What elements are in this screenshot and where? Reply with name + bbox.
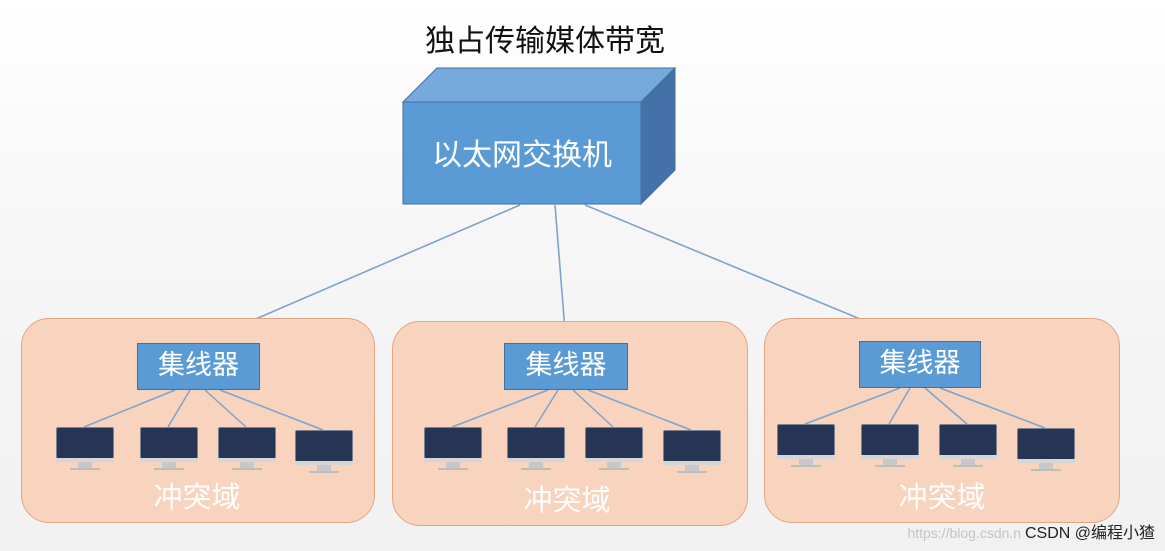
watermark-brand: CSDN @编程小猹 xyxy=(1024,525,1155,542)
computer-icon xyxy=(939,424,997,468)
hub-1: 集线器 xyxy=(137,343,260,390)
computer-icon xyxy=(424,427,482,471)
computer-icon xyxy=(140,427,198,471)
domain-2-label: 冲突域 xyxy=(523,483,611,517)
hub3-pc4-link xyxy=(939,387,1046,429)
domain-3-label: 冲突域 xyxy=(898,480,986,514)
hub-2-label: 集线器 xyxy=(525,350,607,381)
hub2-pc1-link xyxy=(451,389,549,428)
computer-icon xyxy=(585,427,643,471)
hub2-pc2-link xyxy=(534,389,559,428)
computer-icon xyxy=(777,424,835,468)
switch-front-face xyxy=(402,101,642,205)
computer-icon xyxy=(218,427,276,471)
computer-icon xyxy=(861,424,919,468)
computer-icon xyxy=(56,427,114,471)
hub-3-label: 集线器 xyxy=(879,348,961,379)
hub-1-label: 集线器 xyxy=(158,350,239,381)
page-title: 独占传输媒体带宽 xyxy=(425,24,665,59)
hub2-pc3-link xyxy=(572,389,614,428)
domain-1-label: 冲突域 xyxy=(153,480,241,514)
collision-domain-1 xyxy=(21,318,375,523)
computer-icon xyxy=(663,430,721,474)
watermark: https://blog.csdn.n CSDN @编程小猹 xyxy=(907,519,1155,543)
computer-icon xyxy=(1017,428,1075,472)
computer-icon xyxy=(295,430,353,474)
hub1-pc4-link xyxy=(219,389,324,431)
watermark-url: https://blog.csdn.n xyxy=(907,525,1022,541)
hub3-pc2-link xyxy=(888,387,911,425)
hub1-pc3-link xyxy=(204,389,247,428)
hub-to-pc-links xyxy=(83,387,1046,431)
hub3-pc3-link xyxy=(924,387,968,425)
hub3-pc1-link xyxy=(804,387,901,425)
ethernet-switch-shape xyxy=(401,66,677,206)
switch-label: 以太网交换机 xyxy=(432,138,612,173)
hub-2: 集线器 xyxy=(504,343,628,390)
hub1-pc1-link xyxy=(83,389,176,428)
hub-3: 集线器 xyxy=(859,341,981,388)
hub2-pc4-link xyxy=(587,389,692,431)
switch-to-hub-2-link xyxy=(554,204,567,344)
computer-icon xyxy=(507,427,565,471)
hub1-pc2-link xyxy=(167,389,191,428)
